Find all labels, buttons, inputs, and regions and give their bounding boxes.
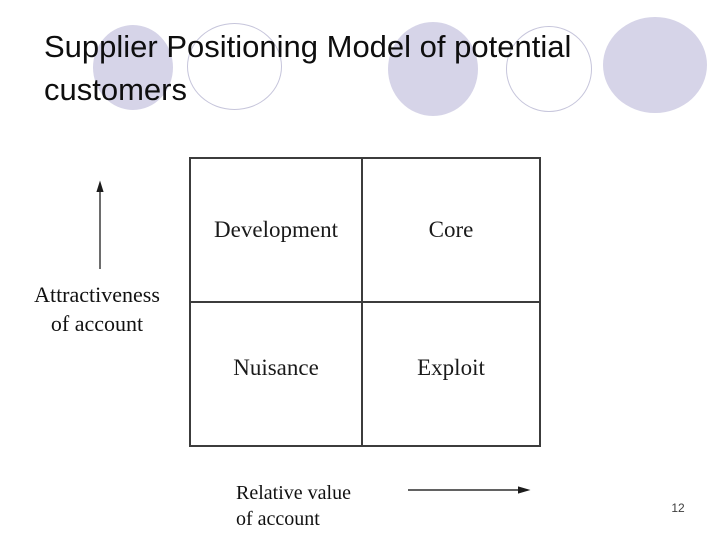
quadrant-core-label: Core [428, 217, 474, 242]
decor-circle-outline-1 [187, 23, 282, 110]
decor-circle-filled-3 [603, 17, 707, 113]
quadrant-development: Development [191, 159, 363, 303]
decor-circle-outline-2 [506, 26, 592, 112]
x-axis-label: Relative value of account [236, 480, 351, 532]
page-number: 12 [671, 501, 685, 515]
y-axis-label-line-2: of account [50, 311, 144, 336]
positioning-matrix: Development Core Nuisance Exploit [189, 157, 541, 447]
right-arrow-icon [408, 486, 531, 494]
up-arrow-icon [96, 180, 104, 269]
slide-title: Supplier Positioning Model of potential … [44, 25, 669, 111]
x-axis-label-line-1: Relative value [236, 482, 351, 504]
quadrant-nuisance: Nuisance [191, 303, 363, 445]
quadrant-exploit-label: Exploit [417, 355, 485, 380]
y-axis-label-line-1: Attractiveness [34, 282, 160, 307]
y-axis-label: Attractiveness of account [8, 280, 186, 338]
quadrant-core: Core [363, 159, 539, 303]
decor-circle-filled-2 [388, 22, 478, 116]
slide-title-line-1: Supplier Positioning Model of potential [44, 29, 572, 64]
quadrant-nuisance-label: Nuisance [233, 355, 319, 380]
x-axis-label-line-2: of account [236, 508, 320, 530]
decor-circle-filled-1 [93, 25, 173, 110]
slide-title-line-2: customers [44, 72, 187, 107]
quadrant-development-label: Development [214, 217, 338, 242]
quadrant-exploit: Exploit [363, 303, 539, 445]
